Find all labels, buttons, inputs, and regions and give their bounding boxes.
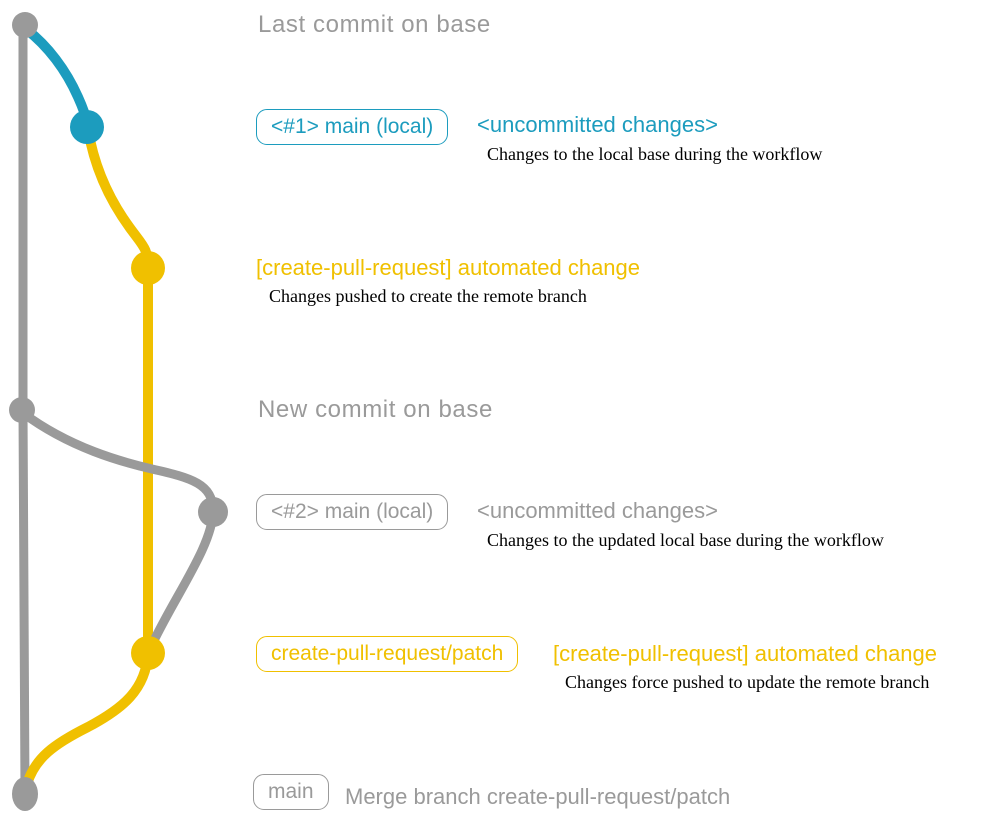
patch-merge-line (22, 652, 153, 786)
commit-node-new-base (9, 397, 35, 423)
updated-base-branch-line (20, 409, 218, 651)
branch-badge-main-local-2: <#2> main (local) (256, 494, 449, 531)
new-commit-label: New commit on base (258, 396, 493, 423)
patch-branch-line (83, 128, 153, 653)
commit-node-automated-change-2 (131, 636, 165, 670)
local-changes-branch-line (22, 25, 93, 128)
row-merge: main (253, 774, 329, 811)
automated-change-heading-1: [create-pull-request] automated change (256, 255, 641, 280)
branch-badge-main: main (253, 774, 329, 811)
automated-change-heading-2: [create-pull-request] automated change (553, 641, 938, 666)
note-force-pushed-update-branch: Changes force pushed to update the remot… (565, 672, 930, 692)
row-local-2: <#2> main (local) (256, 494, 449, 531)
note-local-base-changes-1: Changes to the local base during the wor… (487, 144, 823, 164)
uncommitted-changes-label-2: <uncommitted changes> (477, 498, 718, 523)
row-patch-branch: create-pull-request/patch (256, 636, 519, 673)
commit-node-automated-change-1 (131, 251, 165, 285)
commit-node-uncommitted-1 (70, 110, 104, 144)
commit-node-uncommitted-2 (198, 497, 228, 527)
note-local-base-changes-2: Changes to the updated local base during… (487, 530, 884, 550)
branch-badge-main-local-1: <#1> main (local) (256, 109, 449, 146)
branch-badge-patch: create-pull-request/patch (256, 636, 519, 673)
row-local-1: <#1> main (local) (256, 109, 449, 146)
commit-node-merge (12, 777, 38, 811)
last-commit-label: Last commit on base (258, 11, 491, 38)
merge-commit-label: Merge branch create-pull-request/patch (345, 784, 731, 809)
note-pushed-create-branch: Changes pushed to create the remote bran… (269, 286, 587, 306)
uncommitted-changes-label-1: <uncommitted changes> (477, 112, 718, 137)
commit-node-last-base (12, 12, 38, 38)
